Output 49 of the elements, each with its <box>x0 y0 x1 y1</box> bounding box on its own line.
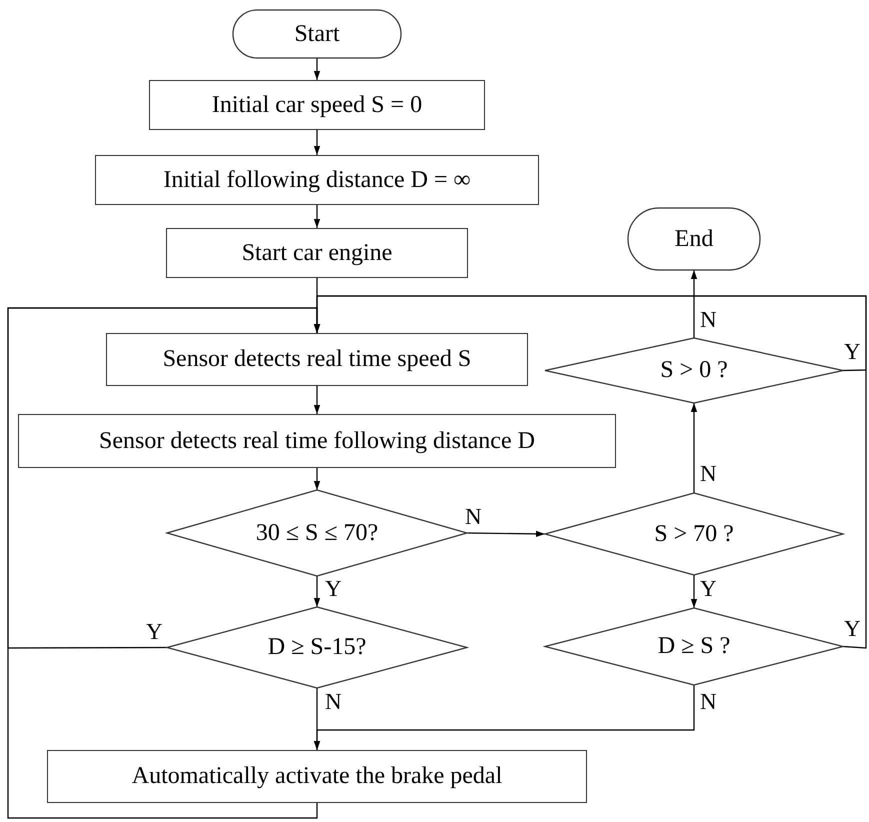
arrow <box>314 386 320 414</box>
edge-label: Y <box>325 577 342 600</box>
decision-diamond <box>167 607 467 688</box>
node-text: Start <box>294 20 340 48</box>
edge-label: N <box>700 690 717 713</box>
node-text: D ≥ S ? <box>658 633 730 660</box>
process-box <box>47 750 587 803</box>
process-box <box>166 228 468 278</box>
process-box <box>149 80 485 130</box>
edge-label: N <box>700 308 717 331</box>
node-text: Automatically activate the brake pedal <box>132 763 502 790</box>
arrow <box>314 468 320 490</box>
arrow <box>7 307 320 819</box>
node-text: 30 ≤ S ≤ 70? <box>256 520 378 546</box>
arrow <box>314 685 695 750</box>
arrow <box>314 295 867 649</box>
edge-label: Y <box>844 617 861 640</box>
decision-diamond <box>167 490 467 576</box>
node-text: Initial following distance D = ∞ <box>163 166 471 194</box>
edge-label: Y <box>146 620 163 643</box>
decision-diamond <box>545 493 843 575</box>
edge-label: N <box>465 505 482 528</box>
arrow <box>314 58 320 80</box>
arrow <box>690 575 698 608</box>
node-text: D ≥ S-15? <box>268 634 366 661</box>
node-text: S > 70 ? <box>654 520 734 548</box>
node-text: Start car engine <box>242 240 392 266</box>
terminal-shape <box>628 208 760 270</box>
edge-label: N <box>325 690 342 713</box>
arrow <box>690 270 698 338</box>
arrow <box>314 576 320 607</box>
arrow <box>690 403 698 493</box>
arrow <box>314 130 320 155</box>
node-text: End <box>674 226 714 252</box>
node-text: Sensor detects real time following distance D <box>99 428 535 454</box>
node-text: S > 0 ? <box>660 357 728 384</box>
decision-diamond <box>545 338 843 403</box>
arrow <box>467 530 545 538</box>
decision-diamond <box>545 608 843 685</box>
process-box <box>18 414 616 468</box>
terminal-shape <box>233 10 401 58</box>
process-box <box>95 155 539 205</box>
edge-label: Y <box>844 340 861 363</box>
arrow <box>314 205 320 228</box>
edge-label: N <box>700 462 717 485</box>
process-box <box>106 333 528 386</box>
edge-label: Y <box>700 577 717 600</box>
node-text: Sensor detects real time speed S <box>162 346 472 373</box>
node-text: Initial car speed S = 0 <box>212 92 422 118</box>
